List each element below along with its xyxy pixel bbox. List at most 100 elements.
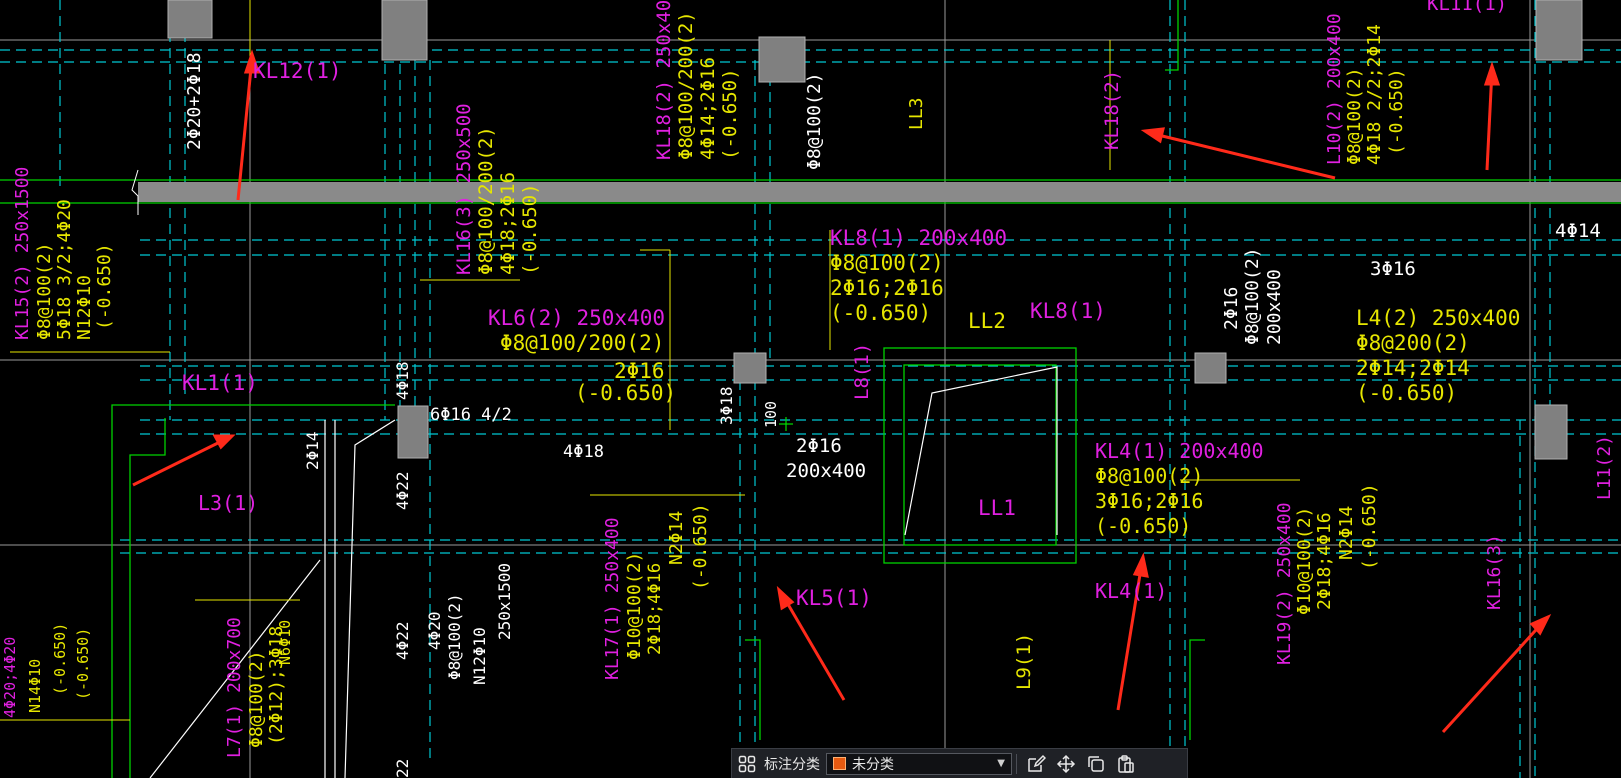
drawing-label: 3Φ18 bbox=[717, 386, 736, 425]
drawing-label: (-0.650) bbox=[94, 243, 115, 330]
category-label: 标注分类 bbox=[764, 756, 820, 773]
drawing-label: Φ8@100(2) bbox=[804, 72, 825, 170]
drawing-label: L3(1) bbox=[198, 491, 258, 515]
drawing-label: N2Φ14 bbox=[666, 511, 687, 565]
drawing-label: Φ10@100(2) bbox=[624, 552, 645, 660]
chevron-down-icon: ▼ bbox=[997, 758, 1005, 769]
drawing-label: 6Φ16 4/2 bbox=[430, 405, 512, 425]
drawing-label: Φ8@100(2) bbox=[246, 650, 267, 748]
grid-icon[interactable] bbox=[732, 750, 762, 778]
drawing-label: KL1(1) bbox=[182, 371, 258, 395]
drawing-label: KL18(2) bbox=[1101, 70, 1123, 150]
drawing-label: (-0.650) bbox=[1359, 483, 1380, 570]
drawing-label: 3Φ16;2Φ16 bbox=[1095, 489, 1203, 513]
drawing-label: N12Φ10 bbox=[74, 275, 95, 340]
drawing-label: KL18(2) 250x400 bbox=[653, 0, 675, 160]
crosshair-marker bbox=[779, 417, 793, 431]
drawing-label: L11(2) bbox=[1594, 435, 1615, 500]
drawing-label: KL16(3) bbox=[1484, 534, 1505, 610]
drawing-label: L9(1) bbox=[1013, 633, 1035, 690]
drawing-label: Φ8@100(2) bbox=[1095, 464, 1203, 488]
drawing-label: (-0.650) bbox=[1386, 68, 1407, 155]
drawing-label: 250x1500 bbox=[495, 563, 514, 640]
drawing-label: 5Φ18 3/2;4Φ20 bbox=[54, 199, 75, 340]
drawing-label: 200x400 bbox=[786, 460, 866, 482]
drawing-label: L10(2) 200x400 bbox=[1324, 13, 1345, 165]
drawing-linework bbox=[149, 366, 1058, 778]
column bbox=[397, 405, 429, 459]
drawing-label: L4(2) 250x400 bbox=[1356, 306, 1520, 330]
drawing-label: Φ8@200(2) bbox=[1356, 331, 1470, 355]
drawing-label: 4Φ20 bbox=[425, 611, 444, 650]
drawing-label: L8(1) bbox=[851, 343, 873, 400]
drawing-label: KL5(1) bbox=[796, 586, 872, 610]
annotation-toolbar: 标注分类 未分类 ▼ bbox=[731, 748, 1188, 778]
drawing-label: N2Φ14 bbox=[1336, 506, 1357, 560]
drawing-label: KL6(2) 250x400 bbox=[488, 306, 665, 330]
drawing-label: 100 bbox=[762, 401, 780, 428]
drawing-label: N14Φ10 bbox=[26, 659, 44, 713]
drawing-label: 4Φ22 bbox=[393, 471, 412, 510]
category-value: 未分类 bbox=[852, 756, 894, 773]
leader-lines bbox=[0, 0, 1300, 721]
column bbox=[381, 0, 428, 61]
toolbar-divider bbox=[1016, 753, 1017, 774]
drawing-label: (-0.650) bbox=[1095, 514, 1191, 538]
drawing-label: 2Φ16 bbox=[614, 359, 665, 383]
drawing-label: LL1 bbox=[978, 496, 1016, 520]
drawing-label: 4Φ14;2Φ16 bbox=[697, 57, 719, 160]
drawing-label: KL4(1) bbox=[1095, 579, 1167, 603]
drawing-label: KL15(2) 250x1500 bbox=[12, 167, 33, 340]
drawing-label: Φ10@100(2) bbox=[1294, 507, 1315, 615]
drawing-label: Φ8@100/200(2) bbox=[475, 126, 497, 275]
drawing-label: 4Φ18 2/2;2Φ14 bbox=[1364, 24, 1385, 165]
column bbox=[1194, 352, 1227, 384]
drawing-label: KL19(2) 250x400 bbox=[1274, 502, 1295, 665]
drawing-label: (-0.650) bbox=[74, 628, 92, 700]
edit-icon[interactable] bbox=[1021, 750, 1051, 778]
category-color-swatch bbox=[833, 757, 846, 770]
drawing-label: (-0.650) bbox=[719, 68, 741, 160]
drawing-label: (-0.650) bbox=[575, 381, 676, 405]
drawing-label: KL11(1) bbox=[1427, 0, 1507, 15]
drawing-label: 2Φ14 bbox=[303, 431, 322, 470]
drawing-label: 2Φ20+2Φ18 bbox=[184, 52, 205, 150]
columns bbox=[167, 0, 1583, 460]
drawing-label: 4Φ20;4Φ20 bbox=[1, 637, 19, 718]
move-icon[interactable] bbox=[1051, 750, 1081, 778]
break-line bbox=[131, 169, 139, 215]
drawing-label: Φ8@100/200(2) bbox=[675, 11, 697, 160]
drawing-label: L7(1) 200x700 bbox=[224, 617, 245, 758]
drawing-label: 2Φ16 bbox=[1221, 287, 1242, 330]
drawing-label: 200x400 bbox=[1264, 269, 1285, 345]
drawing-label: (-0.650) bbox=[519, 183, 541, 275]
copy-icon[interactable] bbox=[1081, 750, 1111, 778]
drawing-label: KL17(1) 250x400 bbox=[602, 517, 623, 680]
drawing-label: Φ8@100(2) bbox=[830, 251, 944, 275]
drawing-label: N12Φ10 bbox=[470, 627, 489, 685]
drawing-label: 2Φ16;2Φ16 bbox=[830, 276, 944, 300]
drawing-label: Φ8@100(2) bbox=[34, 242, 55, 340]
drawing-label: (-0.650) bbox=[1356, 381, 1457, 405]
drawing-label: Φ8@100(2) bbox=[1344, 67, 1365, 165]
column bbox=[1534, 404, 1568, 460]
annotation-arrows bbox=[132, 49, 1552, 734]
drawing-label: 2Φ18;4Φ16 bbox=[1314, 512, 1335, 610]
drawing-label: Φ8@100(2) bbox=[1242, 247, 1263, 345]
drawing-label: 2Φ14;2Φ14 bbox=[1356, 356, 1470, 380]
drawing-label: 2Φ16 bbox=[796, 435, 842, 457]
drawing-label: 2Φ18;4Φ16 bbox=[645, 563, 665, 655]
drawing-label: KL16(3) 250x500 bbox=[453, 103, 475, 275]
drawing-label: 4Φ18;2Φ16 bbox=[497, 172, 519, 275]
drawing-label: Φ8@100/200(2) bbox=[500, 331, 664, 355]
wall-band bbox=[138, 182, 1621, 202]
column bbox=[758, 36, 806, 83]
drawing-label: KL8(1) bbox=[1030, 299, 1106, 323]
paste-icon[interactable] bbox=[1111, 750, 1141, 778]
category-select[interactable]: 未分类 ▼ bbox=[826, 752, 1012, 775]
